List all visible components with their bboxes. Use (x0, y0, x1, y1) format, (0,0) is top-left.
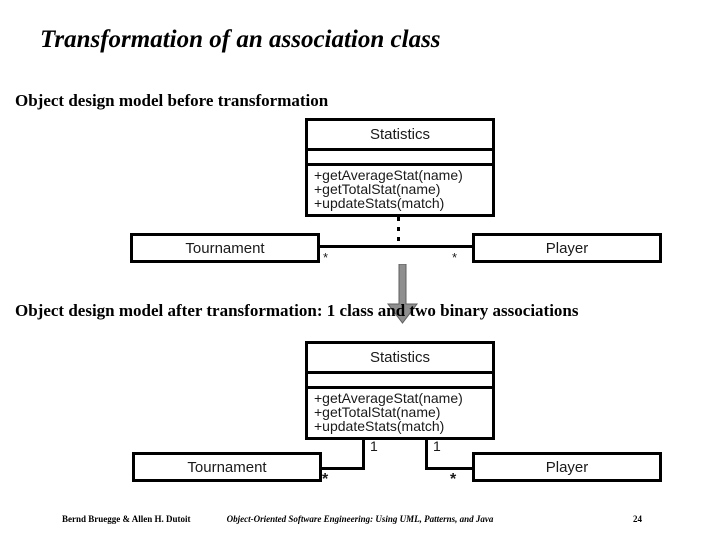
multiplicity-tournament-end-after: * (322, 471, 329, 488)
footer-authors: Bernd Bruegge & Allen H. Dutoit (62, 514, 191, 524)
operations-compartment: +getAverageStat(name) +getTotalStat(name… (308, 166, 492, 214)
class-box-tournament-before: Tournament (130, 233, 320, 263)
arrow-shape (386, 264, 419, 324)
attributes-compartment-empty (308, 374, 492, 389)
class-box-statistics-before: Statistics +getAverageStat(name) +getTot… (305, 118, 495, 217)
slide-footer: Bernd Bruegge & Allen H. Dutoit Object-O… (0, 514, 720, 528)
class-box-statistics-after: Statistics +getAverageStat(name) +getTot… (305, 341, 495, 440)
multiplicity-statistics-player-end: 1 (433, 438, 441, 454)
operation-get-total-stat: +getTotalStat(name) (314, 181, 441, 197)
multiplicity-statistics-tournament-end: 1 (370, 438, 378, 454)
class-name-statistics-after: Statistics (308, 344, 492, 374)
tournament-player-association-line (320, 245, 472, 248)
class-name-statistics-before: Statistics (308, 121, 492, 151)
statistics-tournament-association-horizontal (322, 467, 365, 470)
operations-compartment: +getAverageStat(name) +getTotalStat(name… (308, 389, 492, 437)
footer-book-title: Object-Oriented Software Engineering: Us… (226, 514, 494, 524)
statistics-player-association-horizontal (425, 467, 475, 470)
operation-get-average-stat: +getAverageStat(name) (314, 390, 463, 406)
class-box-player-after: Player (472, 452, 662, 482)
multiplicity-player-end-after: * (450, 471, 457, 488)
class-box-tournament-after: Tournament (132, 452, 322, 482)
attributes-compartment-empty (308, 151, 492, 166)
operation-update-stats: +updateStats(match) (314, 195, 445, 211)
multiplicity-player-end-before: * (452, 250, 458, 265)
operation-update-stats: +updateStats(match) (314, 418, 445, 434)
slide-title: Transformation of an association class (40, 26, 441, 53)
operation-get-total-stat: +getTotalStat(name) (314, 404, 441, 420)
statistics-tournament-association-vertical (362, 438, 365, 470)
multiplicity-tournament-end-before: * (323, 250, 329, 265)
heading-before-transformation: Object design model before transformatio… (15, 91, 329, 110)
heading-after-transformation: Object design model after transformation… (15, 301, 579, 320)
statistics-player-association-vertical (425, 438, 428, 470)
association-class-dashed-link (397, 217, 400, 246)
operation-get-average-stat: +getAverageStat(name) (314, 167, 463, 183)
transformation-arrow-icon (386, 264, 419, 324)
class-box-player-before: Player (472, 233, 662, 263)
footer-page-number: 24 (633, 514, 642, 524)
